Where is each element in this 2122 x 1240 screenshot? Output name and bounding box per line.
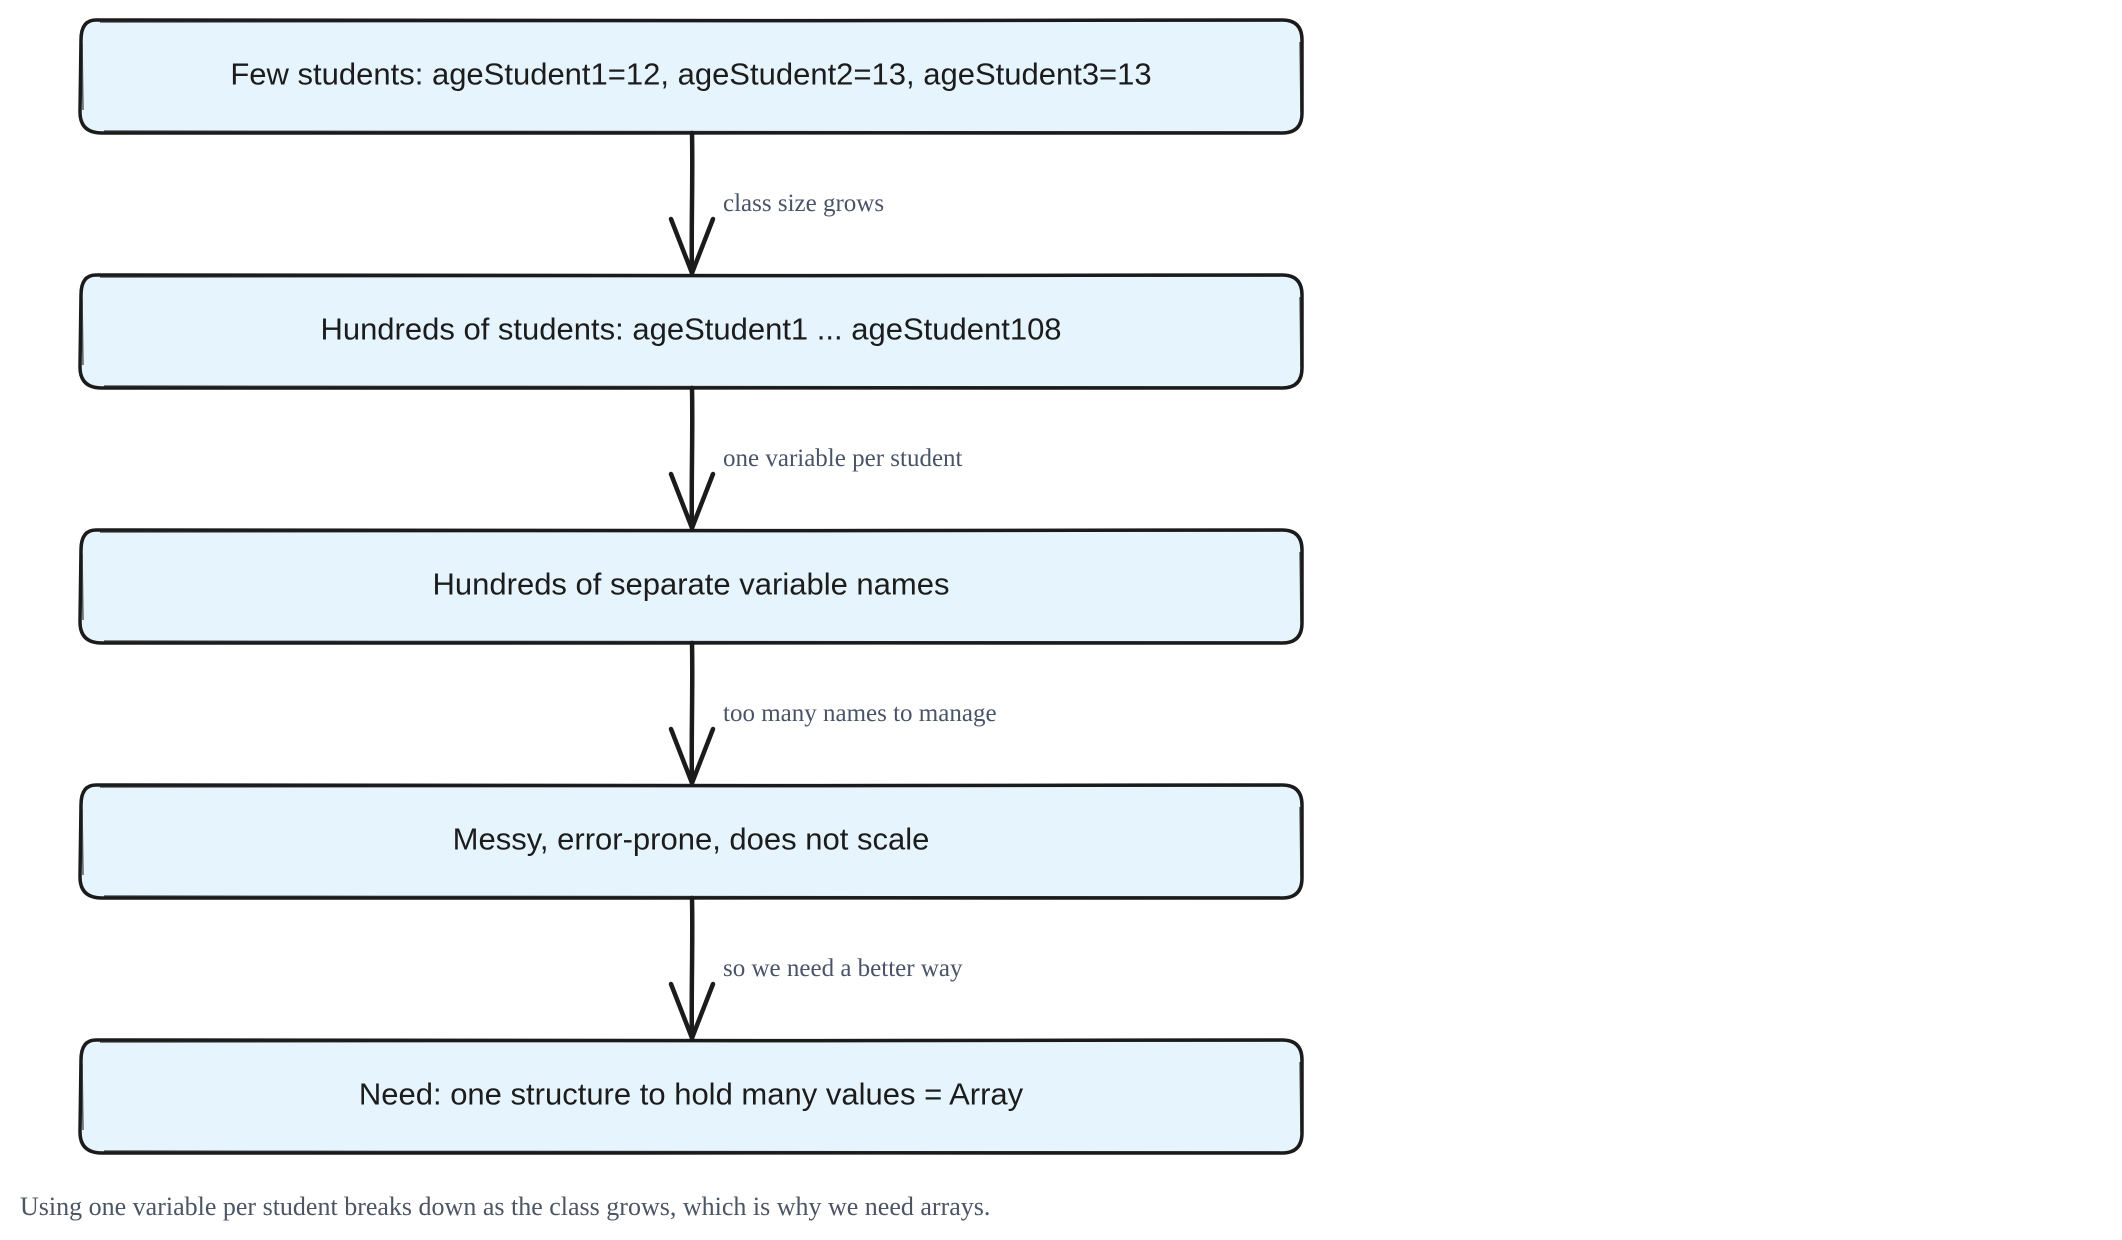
- flow-node-box-sketch: [81, 785, 1302, 898]
- arrow-head-icon: [668, 471, 716, 531]
- flow-node: Hundreds of students: ageStudent1 ... ag…: [78, 273, 1304, 390]
- arrow-line: [689, 130, 695, 276]
- flow-edge: too many names to manage: [668, 640, 997, 786]
- flow-edge: class size grows: [668, 130, 884, 276]
- flow-edge: one variable per student: [668, 385, 963, 531]
- flow-node-box: [78, 1038, 1304, 1155]
- flow-node-box-sketch: [81, 530, 1302, 643]
- flow-node-box-sketch: [81, 20, 1302, 133]
- node-label: Few students: ageStudent1=12, ageStudent…: [230, 57, 1151, 92]
- flow-node-box: [78, 528, 1304, 645]
- arrow-line: [689, 640, 695, 786]
- flow-node-box: [78, 18, 1304, 135]
- node-label: Messy, error-prone, does not scale: [453, 822, 930, 857]
- flow-node: Few students: ageStudent1=12, ageStudent…: [78, 18, 1304, 135]
- flow-node: Messy, error-prone, does not scale: [78, 783, 1304, 900]
- edge-label: one variable per student: [723, 445, 963, 472]
- flow-node-box-sketch: [81, 1040, 1302, 1153]
- figure-caption: Using one variable per student breaks do…: [20, 1192, 991, 1221]
- arrow-head-icon: [668, 981, 716, 1041]
- edge-label: class size grows: [723, 190, 884, 217]
- arrow-line: [689, 895, 695, 1041]
- arrow-head-icon: [668, 726, 716, 786]
- flow-node-box: [78, 273, 1304, 390]
- node-label: Hundreds of students: ageStudent1 ... ag…: [320, 312, 1061, 347]
- flow-node-box: [78, 783, 1304, 900]
- flow-node: Hundreds of separate variable names: [78, 528, 1304, 645]
- node-label: Need: one structure to hold many values …: [359, 1077, 1024, 1112]
- edge-label: too many names to manage: [723, 700, 997, 727]
- arrow-head-icon: [668, 216, 716, 276]
- flow-node: Need: one structure to hold many values …: [78, 1038, 1304, 1155]
- flow-edge: so we need a better way: [668, 895, 963, 1041]
- node-label: Hundreds of separate variable names: [433, 567, 950, 602]
- edge-label: so we need a better way: [723, 955, 963, 982]
- flow-node-box-sketch: [81, 275, 1302, 388]
- arrow-line: [689, 385, 695, 531]
